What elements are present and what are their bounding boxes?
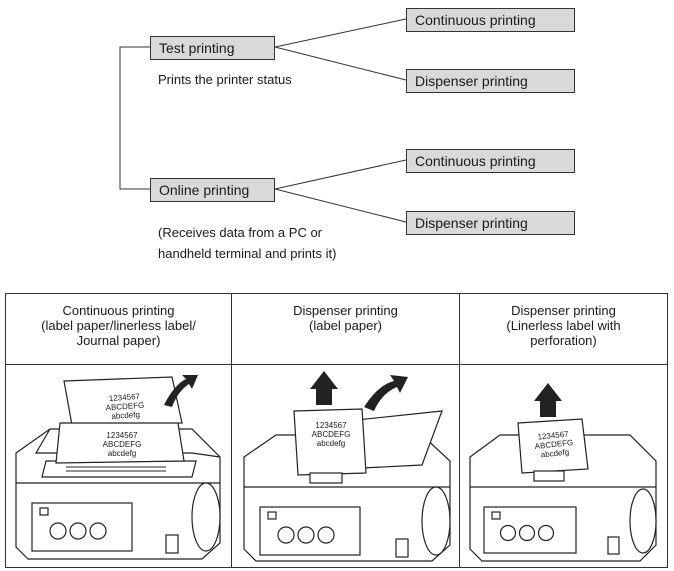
- header-dispenser-linerless-text: Dispenser printing (Linerless label with…: [506, 303, 621, 348]
- continuous-label-text-lower: 1234567 ABCDEFG abcdefg: [86, 431, 158, 458]
- continuous-printing-illustration: 1234567 ABCDEFG abcdefg 1234567 ABCDEFG …: [6, 365, 232, 567]
- header-dispenser-label: Dispenser printing (label paper): [232, 294, 460, 365]
- test-printing-note: Prints the printer status: [158, 72, 292, 87]
- label-line: 1234567: [315, 421, 347, 430]
- header-dispenser-label-text: Dispenser printing (label paper): [293, 303, 398, 333]
- online-continuous-box: Continuous printing: [406, 149, 575, 173]
- tree-connector-lines: [119, 18, 407, 223]
- online-printing-box: Online printing: [150, 178, 275, 202]
- label-line: abcdefg: [107, 449, 137, 458]
- dispenser-linerless-illustration: 1234567 ABCDEFG abcdefg: [460, 365, 667, 567]
- label-line: abcdefg: [316, 439, 346, 448]
- mode-tree: Test printing Prints the printer status …: [0, 0, 674, 270]
- printer-dispenser-linerless-drawing: [469, 383, 657, 562]
- header-continuous: Continuous printing (label paper/linerle…: [6, 294, 232, 365]
- header-dispenser-linerless: Dispenser printing (Linerless label with…: [460, 294, 667, 365]
- test-dispenser-box: Dispenser printing: [406, 69, 575, 93]
- online-dispenser-box: Dispenser printing: [406, 211, 575, 235]
- label-line: 1234567: [106, 431, 138, 440]
- label-line: ABCDEFG: [311, 430, 351, 439]
- test-printing-box: Test printing: [150, 36, 275, 60]
- test-continuous-box: Continuous printing: [406, 8, 575, 32]
- header-continuous-text: Continuous printing (label paper/linerle…: [41, 303, 196, 348]
- dispenser-label-illustration: 1234567 ABCDEFG abcdefg: [232, 365, 460, 567]
- printing-mode-table: Continuous printing (label paper/linerle…: [5, 293, 668, 568]
- online-printing-note-line1: (Receives data from a PC or: [158, 225, 323, 240]
- label-line: ABCDEFG: [102, 440, 142, 449]
- continuous-label-text-upper: 1234567 ABCDEFG abcdefg: [89, 391, 161, 423]
- online-printing-note-line2: handheld terminal and prints it): [158, 246, 337, 261]
- printer-continuous-drawing: [15, 375, 221, 560]
- printer-dispenser-label-drawing: [243, 371, 451, 562]
- dispenser-label-text: 1234567 ABCDEFG abcdefg: [298, 421, 364, 448]
